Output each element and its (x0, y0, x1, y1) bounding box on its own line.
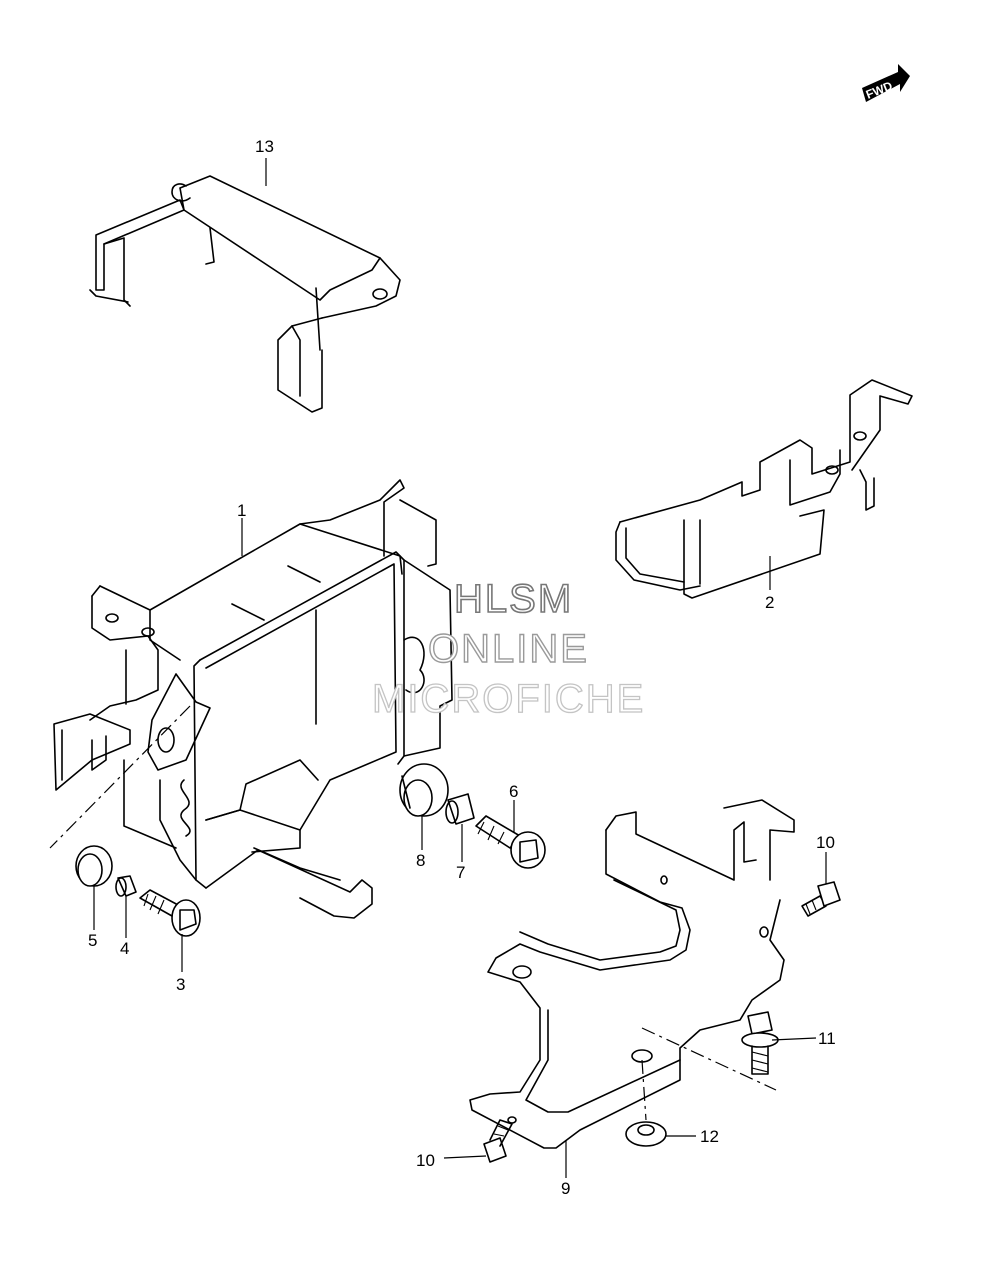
fwd-label: FWD (864, 78, 895, 101)
callout-numbers: 13 1 2 6 8 7 10 5 4 3 11 12 10 9 (88, 137, 836, 1198)
part-8-grommet (399, 763, 449, 817)
watermark-line-1: HLSM (454, 577, 573, 621)
callout-6: 6 (509, 782, 518, 801)
callout-2: 2 (765, 593, 774, 612)
part-13-cover-bracket (89, 175, 401, 413)
part-11-bolt-washer (741, 1011, 779, 1075)
part-3-bolt (139, 889, 201, 937)
callout-10-upper: 10 (816, 833, 835, 852)
callout-12: 12 (700, 1127, 719, 1146)
part-4-collar (115, 875, 137, 897)
fwd-arrow-badge: FWD (862, 64, 910, 102)
part-10-bolt-lower (483, 1119, 513, 1163)
callout-5: 5 (88, 931, 97, 950)
part-1-electrical-box (53, 479, 453, 919)
watermark: HLSM ONLINE MICROFICHE (371, 576, 645, 721)
part-7-collar (445, 793, 475, 825)
callout-8: 8 (416, 851, 425, 870)
callout-3: 3 (176, 975, 185, 994)
part-6-bolt (475, 815, 546, 869)
part-2-side-bracket (615, 379, 913, 599)
leader-lines (93, 158, 827, 1178)
callout-1: 1 (237, 501, 246, 520)
part-9-lower-bracket (469, 799, 795, 1149)
callout-11: 11 (818, 1029, 836, 1048)
callout-13: 13 (255, 137, 274, 156)
callout-9: 9 (561, 1179, 570, 1198)
watermark-line-3: MICROFICHE (372, 677, 645, 721)
part-12-nut (625, 1121, 667, 1147)
part-10-bolt-upper (801, 881, 841, 917)
watermark-line-2: ONLINE (428, 627, 589, 671)
callout-4: 4 (120, 939, 129, 958)
callout-10-lower: 10 (416, 1151, 435, 1170)
callout-7: 7 (456, 863, 465, 882)
part-5-grommet (75, 845, 113, 887)
alignment-lines (49, 705, 777, 1121)
